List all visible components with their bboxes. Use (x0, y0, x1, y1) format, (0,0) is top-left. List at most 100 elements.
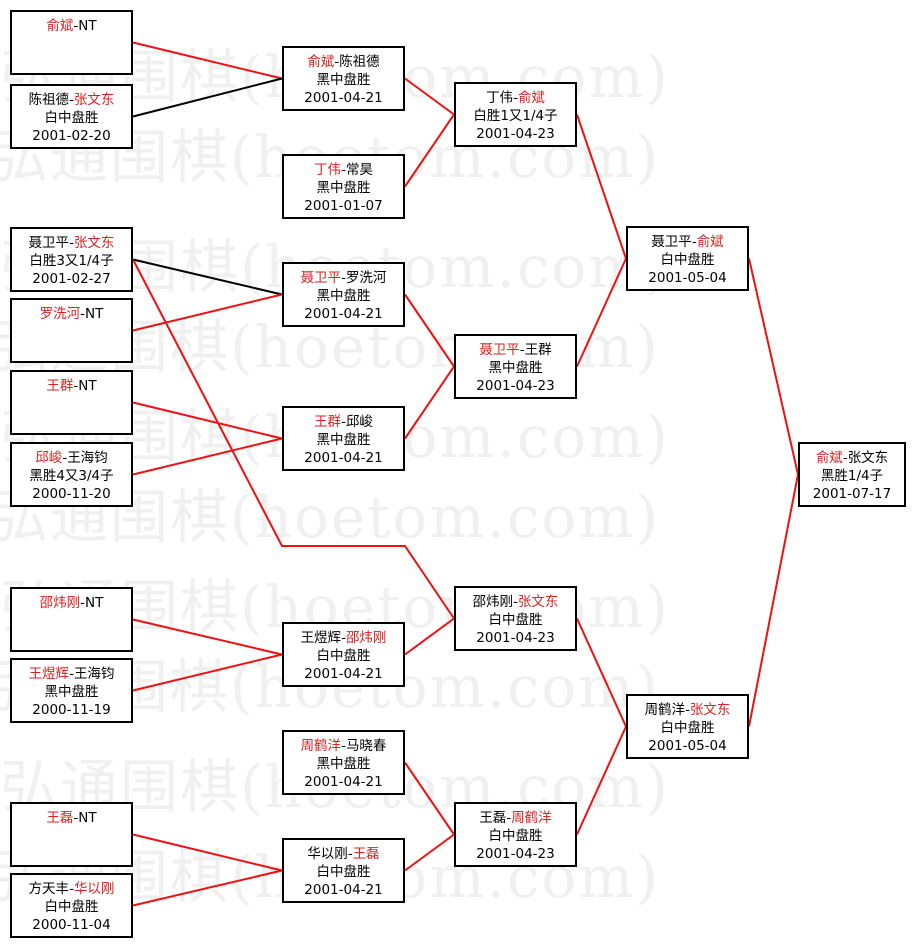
match-date: 2001-04-21 (304, 774, 383, 790)
player-white: 张文东 (73, 92, 115, 108)
connector-r2c-r3b (404, 293, 455, 368)
player-white: NT (78, 810, 97, 826)
player-white: 张文东 (689, 702, 731, 718)
match-players: 丁伟-常昊 (314, 162, 373, 178)
match-result: 黑中盘胜 (316, 180, 371, 196)
player-white: 王群 (524, 342, 552, 358)
match-box-r1e: 王群-NT (10, 370, 133, 435)
player-black: 周鹤洋 (300, 738, 342, 754)
connector-r1j-r2g (132, 869, 283, 907)
match-date: 2001-05-04 (648, 738, 727, 754)
match-players: 王群-邱峻 (314, 414, 373, 430)
match-box-r1j: 方天丰-华以刚白中盘胜 2000-11-04 (10, 873, 133, 938)
match-box-r2f: 周鹤洋-马晓春黑中盘胜 2001-04-21 (282, 730, 405, 795)
match-players: 王煜辉-邵炜刚 (300, 630, 387, 646)
match-date: 2001-04-21 (304, 882, 383, 898)
match-date: 2000-11-19 (32, 702, 111, 718)
match-players: 方天丰-华以刚 (28, 881, 115, 897)
match-date: 2001-01-07 (304, 198, 383, 214)
connector-r1a-r2a (132, 41, 283, 80)
connector-r3c-r4b (576, 618, 627, 727)
player-white: 马晓春 (345, 738, 387, 754)
match-box-r4b: 周鹤洋-张文东白中盘胜 2001-05-04 (626, 694, 749, 759)
match-result: 黑中盘胜 (316, 756, 371, 772)
match-box-r1b: 陈祖德-张文东白中盘胜 2001-02-20 (10, 84, 133, 149)
connector-r1b-r2a (132, 77, 283, 118)
player-black: 王磊 (46, 810, 74, 826)
player-black: 聂卫平 (28, 235, 70, 251)
match-date: 2001-02-20 (32, 128, 111, 144)
player-white: 王磊 (352, 846, 380, 862)
player-white: 华以刚 (73, 881, 115, 897)
player-black: 邱峻 (35, 450, 63, 466)
match-players: 华以刚-王磊 (307, 846, 380, 862)
match-players: 王煜辉-王海钧 (28, 666, 115, 682)
match-result: 黑中盘胜 (44, 684, 99, 700)
player-black: 聂卫平 (479, 342, 520, 358)
match-result: 白中盘胜 (488, 612, 543, 628)
connector-r1e-r2d (132, 401, 283, 440)
player-black: 邵炜刚 (472, 594, 514, 610)
match-result: 白中盘胜 (44, 899, 99, 915)
match-result: 黑中盘胜 (316, 72, 371, 88)
match-date: 2001-04-23 (476, 378, 555, 394)
match-box-r1g: 邵炜刚-NT (10, 587, 133, 652)
match-box-r1i: 王磊-NT (10, 802, 133, 867)
match-date: 2001-04-21 (304, 90, 383, 106)
match-players: 聂卫平-王群 (479, 342, 552, 358)
match-date: 2000-11-04 (32, 917, 111, 933)
player-white: 张文东 (847, 450, 889, 466)
match-players: 陈祖德-张文东 (28, 92, 115, 108)
connector-r3d-r4b (576, 726, 627, 835)
player-black: 邵炜刚 (39, 595, 81, 611)
connector-r2a-r3a (404, 77, 455, 116)
match-players: 周鹤洋-张文东 (644, 702, 731, 718)
match-box-r1h: 王煜辉-王海钧黑中盘胜 2000-11-19 (10, 658, 133, 723)
connector-r2b-r3a (404, 113, 455, 188)
player-black: 聂卫平 (300, 270, 342, 286)
match-players: 王磊-周鹤洋 (479, 810, 552, 826)
connector-r2e-r3c (404, 617, 455, 656)
match-players: 聂卫平-俞斌 (651, 234, 724, 250)
match-result: 白胜3又1/4子 (29, 253, 114, 269)
match-result: 白中盘胜 (660, 720, 715, 736)
match-result: 白中盘胜 (44, 110, 99, 126)
match-players: 王群-NT (46, 378, 97, 394)
player-black: 俞斌 (307, 54, 335, 70)
player-white: 俞斌 (696, 234, 724, 250)
connector-r2g-r3d (404, 833, 455, 872)
match-date: 2001-04-23 (476, 630, 555, 646)
match-players: 邵炜刚-NT (39, 595, 104, 611)
match-players: 邱峻-王海钧 (35, 450, 108, 466)
player-black: 丁伟 (314, 162, 342, 178)
player-black: 王群 (314, 414, 342, 430)
match-date: 2000-11-20 (32, 486, 111, 502)
match-players: 周鹤洋-马晓春 (300, 738, 387, 754)
connector-r1c-r3c (132, 259, 455, 620)
connector-r1h-r2e (132, 653, 283, 692)
match-date: 2001-05-04 (648, 270, 727, 286)
match-date: 2001-07-17 (812, 486, 892, 502)
player-white: NT (85, 595, 104, 611)
match-box-r1a: 俞斌-NT (10, 10, 133, 75)
connector-r3b-r4a (576, 258, 627, 367)
player-white: 邱峻 (345, 414, 373, 430)
match-result: 白中盘胜 (316, 864, 371, 880)
player-black: 陈祖德 (28, 92, 70, 108)
match-date: 2001-04-21 (304, 450, 383, 466)
connector-r2f-r3d (404, 761, 455, 836)
match-date: 2001-04-21 (304, 666, 383, 682)
player-white: 邵炜刚 (345, 630, 387, 646)
player-black: 王磊 (479, 810, 507, 826)
match-box-r1d: 罗洗河-NT (10, 298, 133, 363)
match-players: 丁伟-俞斌 (486, 90, 545, 106)
